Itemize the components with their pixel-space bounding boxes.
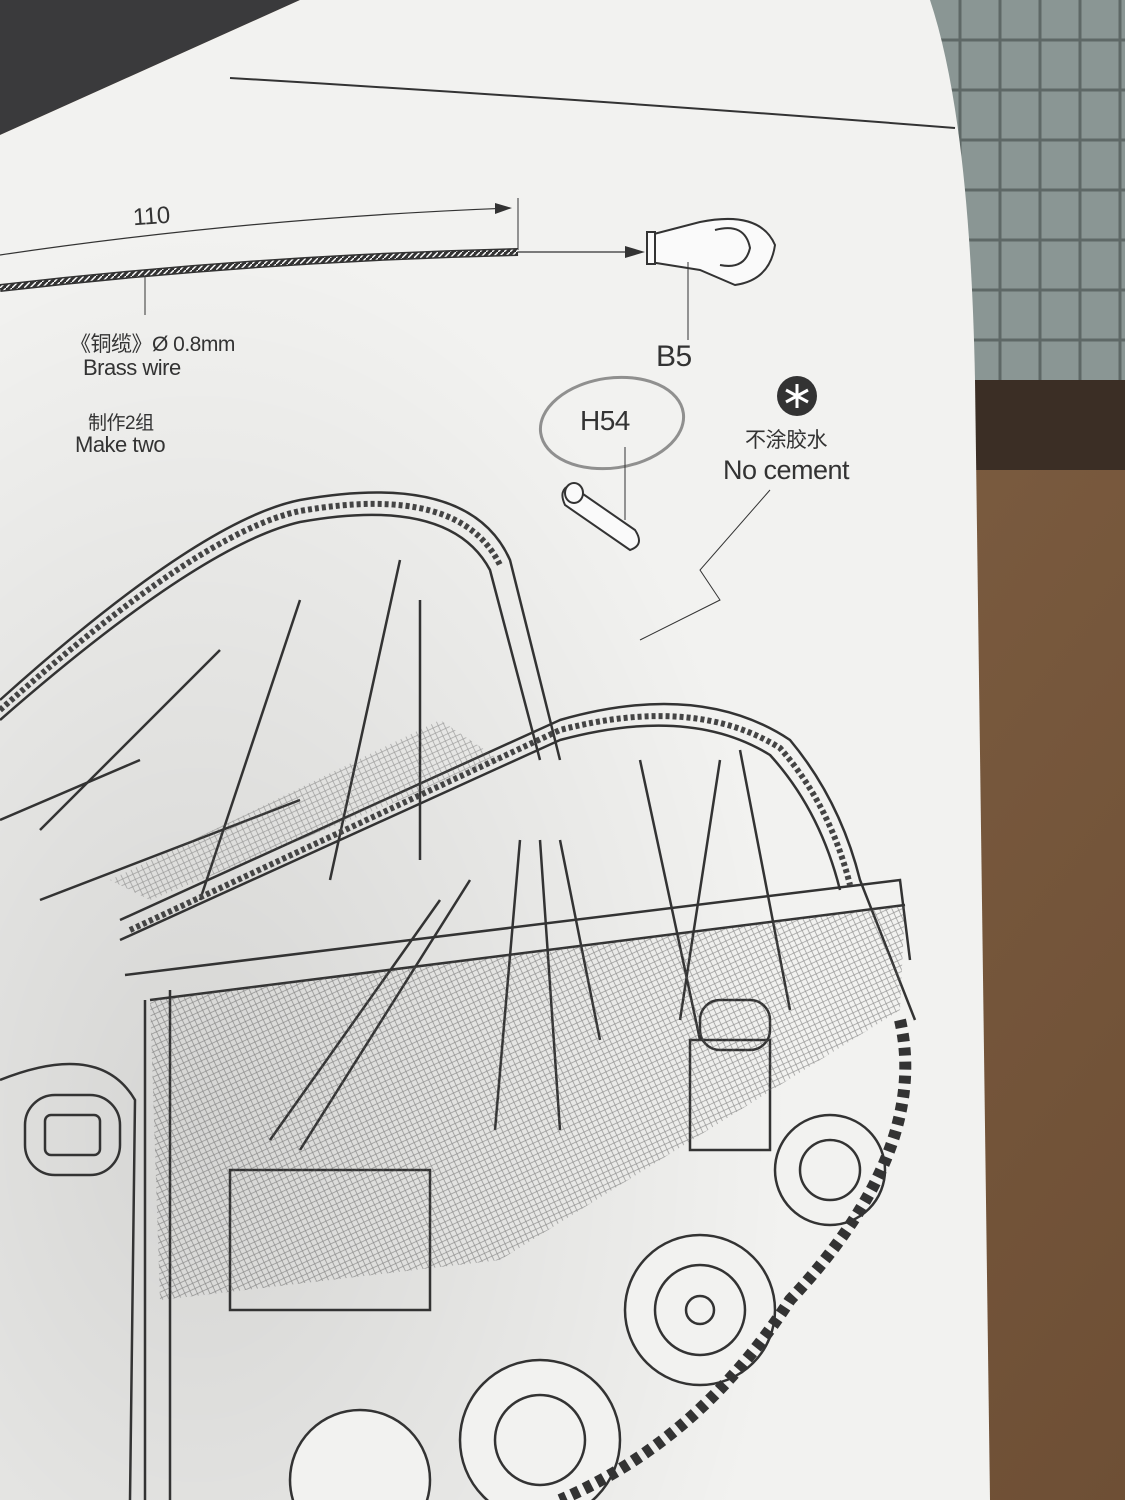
track-links: [557, 1018, 912, 1500]
track-chain: [0, 500, 853, 933]
dimension-label: 110: [132, 201, 171, 232]
no-cement-en-label: No cement: [723, 455, 850, 485]
dark-box: [970, 380, 1125, 470]
wire-name-label: Brass wire: [83, 355, 181, 380]
part-h54-label: H54: [580, 405, 630, 436]
deck-mesh: [150, 905, 905, 1300]
part-b5-label: B5: [656, 340, 692, 373]
quantity-en-label: Make two: [75, 432, 166, 457]
part-h54-drawing: [561, 482, 640, 552]
road-wheels: [288, 1113, 887, 1500]
vehicle-frame-drawing: [0, 491, 917, 1500]
part-b5-drawing: [646, 218, 777, 287]
header-rule: [229, 77, 956, 129]
no-cement-icon: [777, 376, 817, 416]
no-cement-leader: [639, 489, 771, 641]
no-cement-cn-label: 不涂胶水: [745, 429, 828, 452]
quantity-cn-label: 制作2组: [88, 413, 154, 434]
wire-spec-label: 《铜缆》Ø 0.8mm: [70, 333, 235, 356]
dimension-line: [0, 207, 511, 256]
pencil-circle: [538, 375, 686, 471]
